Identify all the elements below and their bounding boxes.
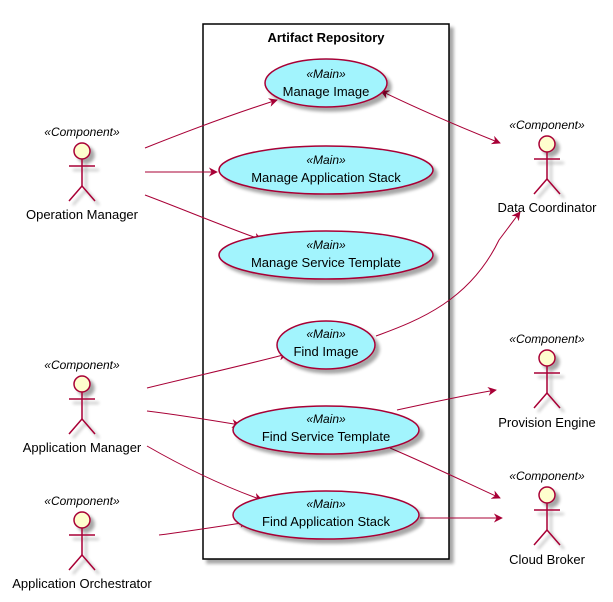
relation-application-manager-find-image — [146, 351, 288, 389]
relation-operation-manager-manage-service-template — [144, 194, 263, 242]
use-case-label: Manage Image — [283, 84, 370, 99]
actor-provision-engine[interactable]: «Component» Provision Engine — [498, 332, 596, 430]
actor-label: Application Orchestrator — [12, 576, 152, 591]
actor-stereotype: «Component» — [44, 125, 120, 139]
use-case-stereotype: «Main» — [306, 497, 346, 511]
relation-find-service-template-cloud-broker — [389, 447, 501, 499]
actor-label: Operation Manager — [26, 207, 139, 222]
actor-application-manager[interactable]: «Component» Application Manager — [23, 358, 142, 455]
stick-figure-icon — [533, 135, 561, 195]
relation-find-service-template-provision-engine — [396, 386, 497, 411]
relations — [144, 90, 521, 536]
stick-figure-icon — [68, 375, 96, 435]
actor-label: Cloud Broker — [509, 552, 586, 567]
boundary-title: Artifact Repository — [267, 30, 385, 45]
use-case-stereotype: «Main» — [306, 67, 346, 81]
actor-stereotype: «Component» — [509, 469, 585, 483]
stick-figure-icon — [533, 486, 561, 546]
stick-figure-icon — [68, 511, 96, 571]
use-case-stereotype: «Main» — [306, 238, 346, 252]
actor-label: Data Coordinator — [498, 200, 598, 215]
use-case-stereotype: «Main» — [306, 153, 346, 167]
actor-stereotype: «Component» — [44, 358, 120, 372]
use-case-find-image[interactable]: «Main» Find Image — [276, 320, 376, 370]
actor-data-coordinator[interactable]: «Component» Data Coordinator — [498, 118, 598, 215]
use-case-find-service-template[interactable]: «Main» Find Service Template — [232, 405, 420, 455]
actor-label: Provision Engine — [498, 415, 596, 430]
use-case-label: Manage Service Template — [251, 255, 401, 270]
actor-cloud-broker[interactable]: «Component» Cloud Broker — [509, 469, 586, 567]
actor-label: Application Manager — [23, 440, 142, 455]
relation-manage-image-data-coordinator — [380, 90, 501, 145]
use-case-find-application-stack[interactable]: «Main» Find Application Stack — [232, 490, 420, 540]
relation-application-manager-find-service-template — [146, 410, 241, 429]
relation-find-image-data-coordinator — [375, 211, 521, 337]
use-case-label: Find Application Stack — [262, 514, 390, 529]
use-case-manage-service-template[interactable]: «Main» Manage Service Template — [218, 230, 434, 280]
actor-stereotype: «Component» — [509, 118, 585, 132]
actor-application-orchestrator[interactable]: «Component» Application Orchestrator — [12, 494, 152, 591]
actor-stereotype: «Component» — [509, 332, 585, 346]
use-case-manage-image[interactable]: «Main» Manage Image — [264, 58, 388, 108]
use-case-stereotype: «Main» — [306, 412, 346, 426]
actor-stereotype: «Component» — [44, 494, 120, 508]
stick-figure-icon — [533, 349, 561, 409]
stick-figure-icon — [68, 142, 96, 202]
use-case-label: Find Image — [293, 344, 358, 359]
use-case-label: Manage Application Stack — [251, 170, 401, 185]
use-case-label: Find Service Template — [262, 429, 390, 444]
relation-operation-manager-manage-image — [144, 98, 278, 149]
actor-operation-manager[interactable]: «Component» Operation Manager — [26, 125, 139, 222]
use-case-manage-application-stack[interactable]: «Main» Manage Application Stack — [218, 145, 434, 195]
use-case-stereotype: «Main» — [306, 327, 346, 341]
relation-application-manager-find-application-stack — [146, 445, 263, 502]
